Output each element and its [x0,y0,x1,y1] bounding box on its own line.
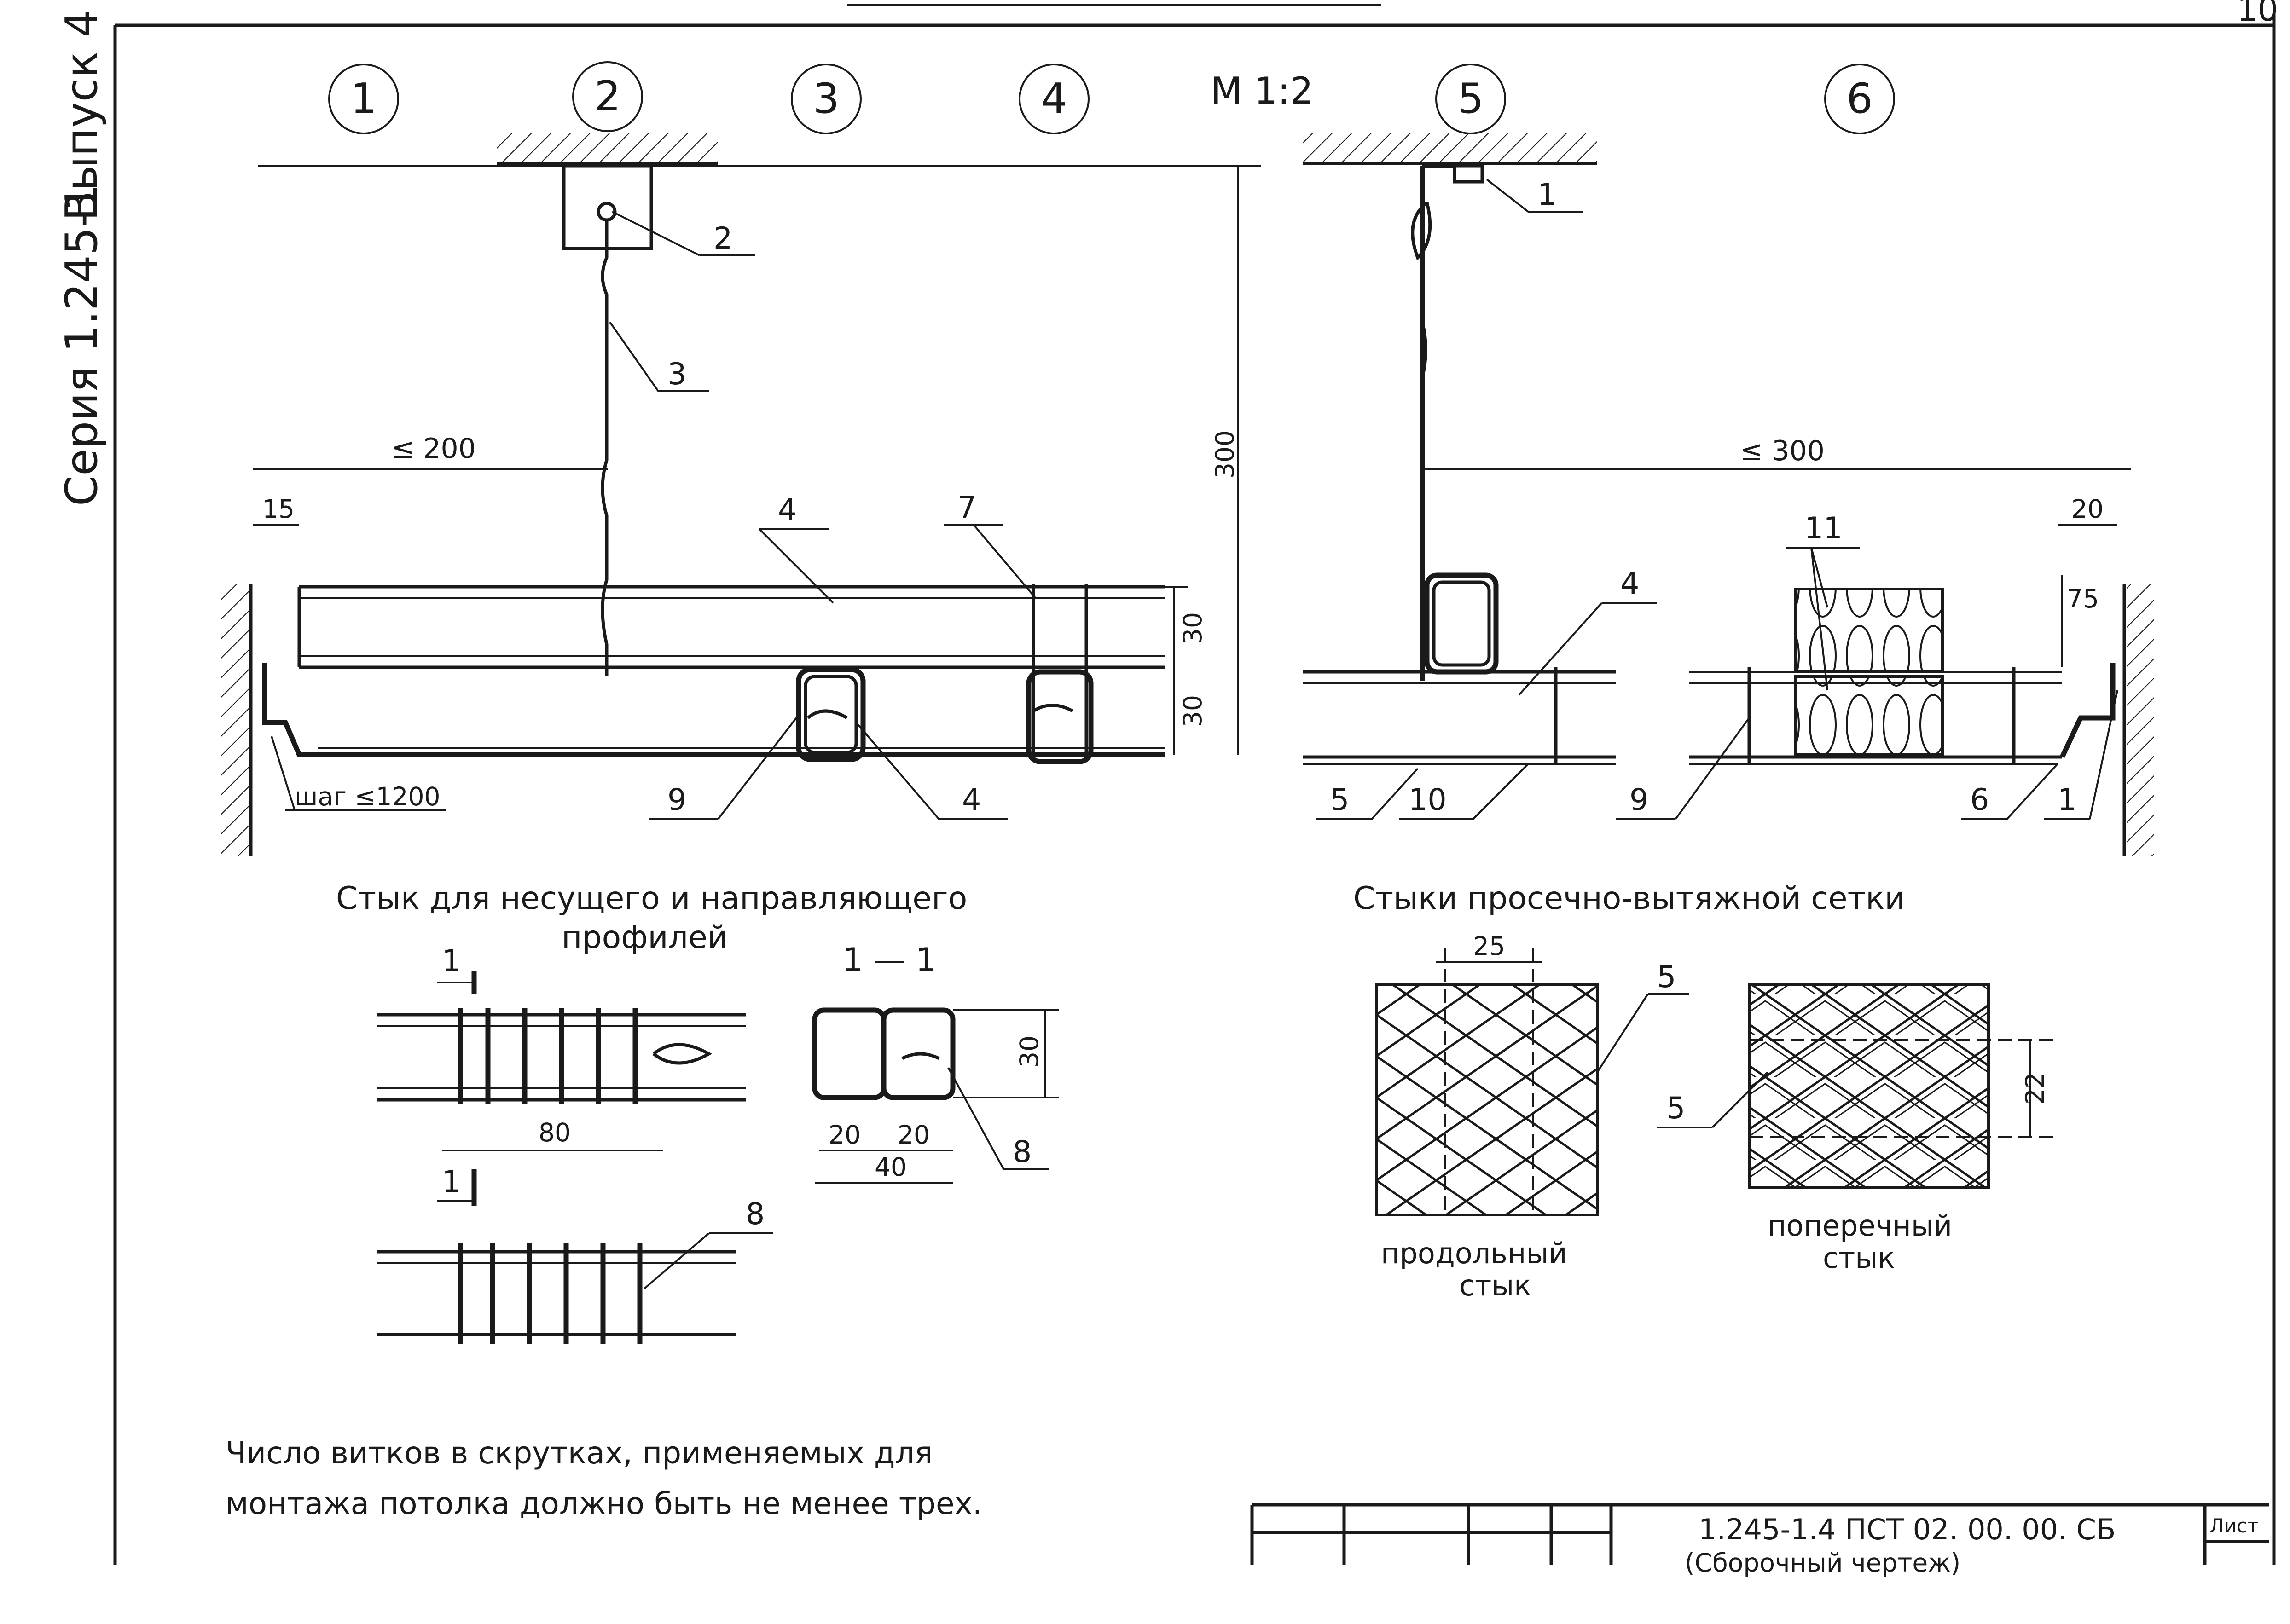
dim-profile-bottom: 30 [1178,695,1207,727]
note-line-1: Число витков в скрутках, применяемых для [226,1435,933,1471]
hanger-wire-left [601,220,609,676]
dim-section-height: 30 [1015,1035,1044,1068]
svg-text:1: 1 [350,75,377,123]
title-block-code: 1.245-1.4 ПСТ 02. 00. 00. СБ [1699,1513,2116,1546]
position-markers: 1 2 3 4 5 6 [328,61,1895,134]
callout-left-4b: 4 [962,783,981,817]
svg-text:4: 4 [1041,75,1067,123]
carrier-clip [1424,572,1499,675]
mesh-longitudinal-label-2: стык [1459,1269,1531,1302]
note-line-2: монтажа потолка должно быть не менее тре… [226,1486,982,1521]
ceiling-slab-right [1303,133,1597,163]
callout-right-10: 10 [1409,783,1447,817]
callout-right-1a: 1 [1537,178,1556,212]
carrying-profile-top [297,585,1165,669]
svg-text:2: 2 [594,72,620,121]
ceiling-slab-left [497,133,718,163]
callout-left-3: 3 [667,357,686,392]
callout-right-9: 9 [1629,783,1648,817]
marker-5: 5 [1435,64,1506,134]
profile-joint-wrapped: 8 [377,1197,773,1344]
profile-joint-title: Стык для несущего и направляющего [336,880,967,917]
cut-label-top: 1 [442,944,461,978]
profile-joint-plan: 80 1 1 [377,944,746,1206]
dim-mesh-overlap-long: 25 [1473,931,1505,961]
clip-pos-3 [796,667,866,762]
callout-right-4: 4 [1620,566,1639,601]
marker-1: 1 [328,64,399,134]
callout-joint-8a: 8 [1013,1135,1032,1169]
marker-2: 2 [572,61,643,132]
section-1-1: 30 20 20 40 8 [812,1007,1059,1184]
clip-pos-4 [1026,584,1094,764]
svg-text:6: 6 [1846,75,1873,123]
callout-mesh-5a: 5 [1657,960,1676,994]
dim-step: шаг ≤1200 [295,782,440,811]
callout-right-1b: 1 [2058,783,2076,817]
right-assembly: ≤ 300 20 75 1 4 [1303,133,2154,856]
callout-right-11: 11 [1804,511,1843,546]
dim-section-total: 40 [875,1152,907,1182]
callout-left-9: 9 [667,783,686,817]
wall-right [2127,584,2154,856]
dim-insulation-gap: 75 [2067,584,2099,613]
title-block-subtitle: (Сборочный чертеж) [1685,1548,1960,1578]
issue-label: Выпуск 4 [57,10,107,221]
wall-left [221,584,249,856]
mesh-longitudinal: 25 5 продольный стык [1375,931,1689,1302]
dim-right-edge: 20 [2071,494,2104,524]
callout-left-2: 2 [713,221,732,256]
sheet-frame [113,4,2276,1565]
dim-joint-length: 80 [539,1118,571,1147]
svg-text:5: 5 [1457,75,1484,123]
mesh-joints-title: Стыки просечно-вытяжной сетки [1353,880,1905,917]
dim-height-total: 300 [1210,430,1240,479]
title-block-sheet-label: Лист [2209,1514,2258,1537]
callout-right-5: 5 [1330,783,1349,817]
hanger-wire-right [1411,201,1432,378]
dim-mesh-overlap-cross: 22 [2020,1072,2050,1104]
callout-mesh-5b: 5 [1666,1091,1685,1126]
profile-joint-title-2: профилей [562,919,728,956]
mesh-longitudinal-label: продольный [1381,1237,1567,1270]
callout-left-7: 7 [957,491,976,525]
marker-6: 6 [1824,64,1895,134]
dim-section-w1: 20 [829,1120,861,1150]
callout-joint-8b: 8 [746,1197,765,1231]
section-title: 1 — 1 [842,941,936,979]
mesh-transverse-label: поперечный [1768,1209,1952,1243]
dim-left-span: ≤ 200 [391,433,476,465]
dim-profile-top: 30 [1178,612,1207,644]
marker-4: 4 [1019,64,1090,134]
mesh-transverse-label-2: стык [1823,1241,1895,1275]
series-label: Серия 1.245-1 [57,184,107,506]
left-assembly: ≤ 200 15 300 30 30 шаг ≤1200 2 3 4 7 9 4 [221,133,1261,856]
svg-text:3: 3 [813,75,839,123]
page-number-fragment: 10 [2237,0,2278,29]
mesh-transverse: 22 5 поперечный стык [1657,983,2053,1275]
callout-left-4a: 4 [778,493,797,527]
dim-right-span: ≤ 300 [1740,435,1825,467]
side-title: Серия 1.245-1 Выпуск 4 [57,10,107,506]
title-block: 1.245-1.4 ПСТ 02. 00. 00. СБ (Сборочный … [1250,1503,2269,1578]
cut-label-bottom: 1 [442,1165,461,1199]
callout-right-6: 6 [1970,783,1989,817]
scale-label: М 1:2 [1211,69,1313,112]
dim-section-w2: 20 [898,1120,930,1150]
guide-profile-bottom [262,663,1165,757]
insulation-lower [1794,675,1944,756]
dim-left-edge: 15 [262,494,295,524]
marker-3: 3 [791,64,862,134]
